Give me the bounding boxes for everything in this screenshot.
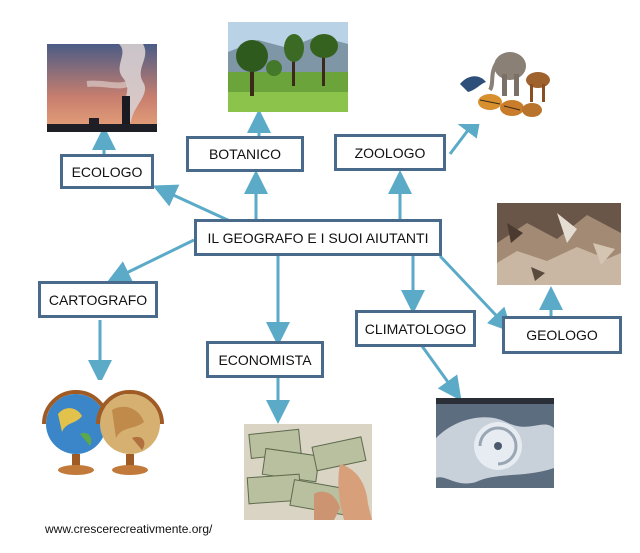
source-credit: www.crescerecreativmente.org/ [45, 522, 212, 536]
zoologo-box: ZOOLOGO [334, 134, 446, 171]
arrow-to-ecologo [158, 188, 232, 222]
trees-landscape-image [228, 22, 348, 112]
cartografo-box: CARTOGRAFO [38, 281, 158, 318]
arrow-to-cartografo [112, 240, 194, 280]
economista-box: ECONOMISTA [206, 341, 324, 378]
center-box: IL GEOGRAFO E I SUOI AIUTANTI [194, 219, 442, 256]
climatologo-box: CLIMATOLOGO [355, 310, 476, 347]
botanico-box: BOTANICO [186, 136, 304, 172]
geologo-box: GEOLOGO [502, 316, 622, 354]
animals-image [450, 44, 554, 124]
money-image [244, 424, 372, 520]
rocks-image [497, 203, 621, 285]
factory-smoke-image [47, 44, 157, 132]
hurricane-image [436, 398, 554, 488]
ecologo-box: ECOLOGO [60, 154, 154, 189]
arrow-climatologo-to-hurricane [422, 346, 458, 396]
globes-image [36, 380, 168, 480]
